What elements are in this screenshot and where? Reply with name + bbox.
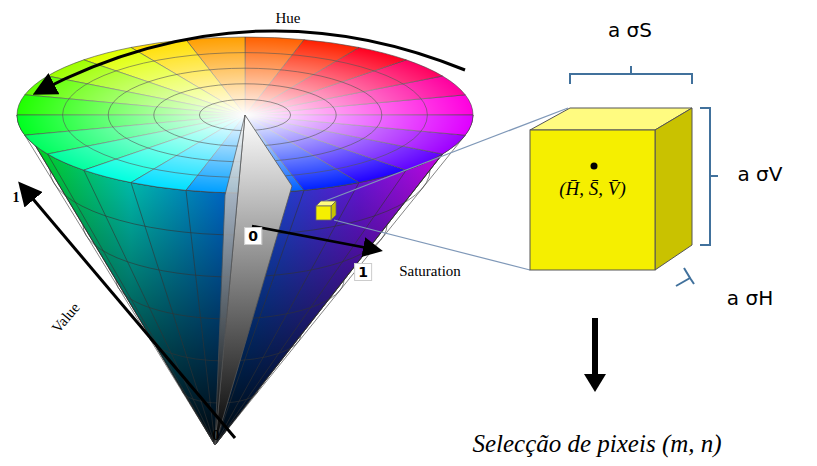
scale-number: 0 [244,227,262,245]
axis-title: Value [49,299,84,336]
axis-title: Hue [276,10,301,27]
axis-title: Saturation [399,263,461,280]
result-caption: Selecção de pixeis (m, n) [472,430,721,458]
cube-face: (H̄, S̄, V̄) [530,130,655,270]
dimension-label: a σH [727,286,773,310]
scale-number: 0 [213,428,220,444]
mean-point-label: (H̄, S̄, V̄) [530,178,655,200]
dimension-label: a σV [738,162,783,186]
scale-number: 1 [13,190,20,206]
dimension-label: a σS [608,18,652,42]
scale-number: 1 [354,263,372,281]
